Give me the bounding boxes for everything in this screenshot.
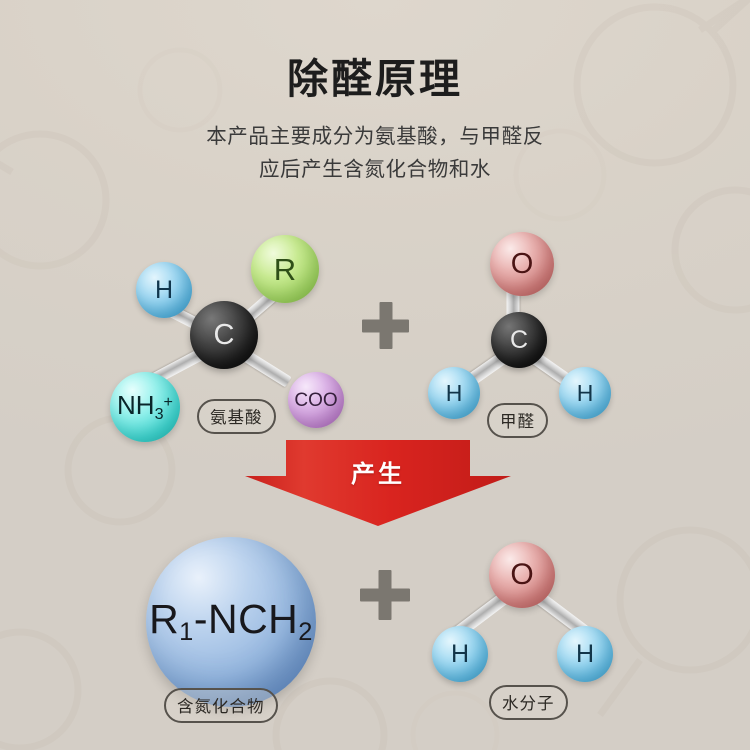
atom-coo-amino-label: COO: [294, 389, 338, 411]
subtitle-line-2: 应后产生含氮化合物和水: [258, 157, 492, 181]
caption-amino-acid: 氨基酸: [197, 399, 276, 434]
header-block: 除醛原理 本产品主要成分为氨基酸，与甲醛反 应后产生含氮化合物和水: [0, 56, 750, 186]
sphere-nitrogen-compound: R1-NCH2: [146, 537, 316, 707]
atom-c-formaldehyde: C: [491, 312, 547, 368]
atom-o-formaldehyde: O: [490, 232, 554, 296]
atom-h-formaldehyde-right-label: H: [576, 379, 594, 406]
atom-r-amino: R: [251, 235, 319, 303]
nitrogen-compound-formula: R1-NCH2: [149, 596, 313, 647]
page-title: 除醛原理: [287, 56, 463, 102]
atom-h-water-left-label: H: [450, 639, 470, 668]
atom-h-amino-label: H: [154, 275, 174, 304]
produces-arrow-label: 产生: [351, 461, 405, 488]
page-subtitle: 本产品主要成分为氨基酸，与甲醛反 应后产生含氮化合物和水: [175, 121, 575, 186]
atom-h-water-right-label: H: [575, 639, 595, 668]
atom-o-formaldehyde-label: O: [510, 247, 534, 280]
produces-arrow: 产生: [245, 440, 511, 526]
atom-h-formaldehyde-left: H: [428, 367, 480, 419]
plus-sign-bottom: +: [360, 570, 410, 620]
atom-c-formaldehyde-label: C: [509, 325, 529, 354]
atom-h-formaldehyde-right: H: [559, 367, 611, 419]
atom-nh3-amino: NH3NH3+: [110, 372, 180, 442]
subtitle-line-1: 本产品主要成分为氨基酸，与甲醛反: [206, 125, 544, 149]
caption-water: 水分子: [489, 685, 568, 720]
atom-r-amino-label: R: [273, 251, 297, 287]
plus-sign-top: +: [362, 302, 409, 349]
atom-h-amino: H: [136, 262, 192, 318]
atom-o-water: O: [489, 542, 555, 608]
atom-h-formaldehyde-left-label: H: [445, 379, 463, 406]
atom-h-water-left: H: [432, 626, 488, 682]
atom-c-amino: C: [190, 301, 258, 369]
caption-formaldehyde: 甲醛: [487, 403, 548, 438]
atom-h-water-right: H: [557, 626, 613, 682]
atom-coo-amino: COO: [288, 372, 344, 428]
atom-o-water-label: O: [510, 558, 534, 591]
atom-nh3-amino-label: NH3NH3+: [117, 390, 173, 423]
atom-c-amino-label: C: [213, 318, 235, 351]
caption-nitrogen-compound: 含氮化合物: [164, 688, 278, 723]
